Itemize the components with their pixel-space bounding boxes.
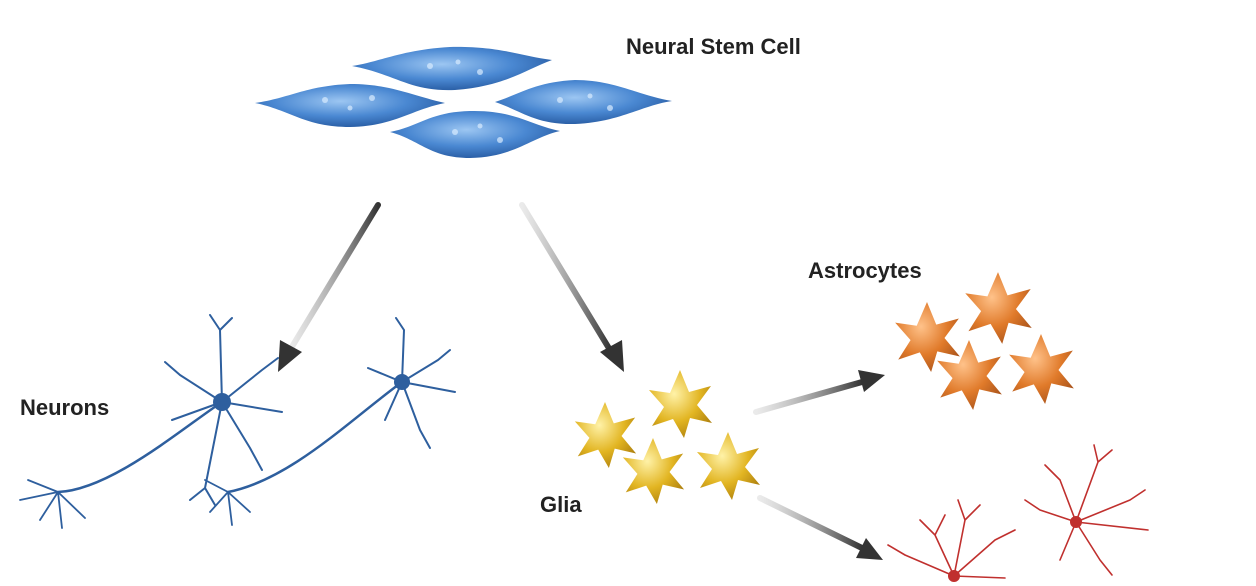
neurons-cluster (19, 314, 456, 529)
neural-stem-cell-cluster (255, 46, 672, 158)
astrocyte-cell (965, 272, 1032, 344)
label-astrocytes: Astrocytes (808, 258, 922, 283)
neuron (204, 317, 456, 526)
glia-cell (622, 437, 685, 505)
red-glial-cells-cluster (887, 444, 1149, 582)
astrocytes-cluster (895, 272, 1074, 410)
arrow-glia-to-astrocytes (753, 370, 885, 415)
arrow-stem-to-neurons (278, 202, 381, 372)
astrocyte-cell (1009, 334, 1074, 404)
red-glial-cell (887, 499, 1016, 582)
stem-cell (390, 110, 560, 158)
label-glia: Glia (540, 492, 582, 517)
label-neural-stem-cell: Neural Stem Cell (626, 34, 801, 59)
arrow-glia-to-red-cells (757, 495, 883, 560)
glia-cluster (574, 370, 760, 505)
astrocyte-cell (895, 302, 960, 372)
label-neurons: Neurons (20, 395, 110, 420)
arrow-stem-to-glia (519, 202, 624, 372)
stem-cell (495, 80, 672, 125)
red-glial-cell (1024, 444, 1149, 576)
glia-cell (649, 370, 712, 438)
glia-cell (697, 432, 760, 500)
stem-cell (352, 46, 552, 91)
neuron (19, 314, 283, 529)
